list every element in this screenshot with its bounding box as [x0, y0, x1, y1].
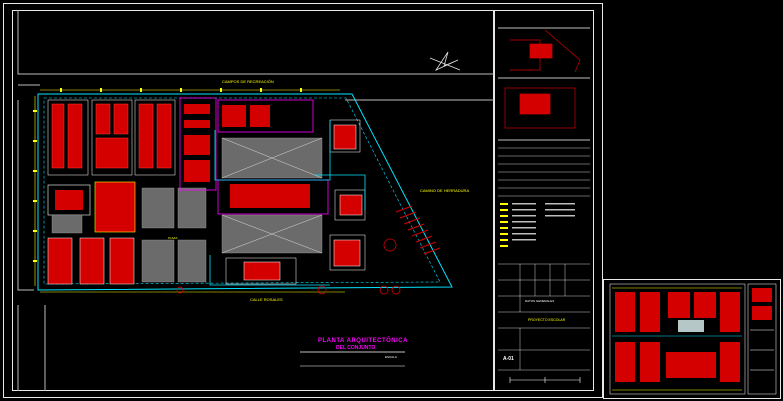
title-block-header: DATOS GENERALES: [525, 299, 555, 303]
street-outlines: [17, 10, 494, 391]
title-block-table: [498, 147, 590, 371]
site-boundary: [37, 93, 453, 291]
street-label-right: CAMINO DE HERRADURA: [420, 188, 470, 193]
legend-markers: [500, 203, 508, 247]
title-block-project: PROYECTO ESCOLAR: [528, 318, 566, 322]
sheet-code: A-01: [503, 356, 514, 362]
scale-label: ESCALA: [385, 355, 397, 359]
location-map-top: [498, 27, 590, 79]
north-arrow-icon: [429, 51, 461, 71]
street-label-bottom: CALLE ROSALES: [250, 297, 283, 302]
scale-bar: [509, 377, 581, 383]
thumbnail-plan: [609, 283, 777, 395]
classroom-block-top-left: [47, 99, 176, 176]
street-label-top: CAMPOS DE RECREACIÓN: [222, 79, 274, 84]
location-map-bottom: [498, 87, 590, 141]
main-sheet-inner-frame: [12, 10, 494, 391]
plan-subtitle: DEL CONJUNTO: [336, 345, 376, 351]
patio-label: PLAZA: [168, 236, 178, 240]
title-block-frame: [494, 10, 594, 391]
auditorium: [47, 181, 136, 233]
dimension-lines: [34, 89, 345, 293]
thumbnail-sheet-frame[interactable]: [603, 279, 781, 399]
tree-symbols: [176, 238, 401, 295]
classroom-block-bottom-left: [47, 237, 135, 285]
plan-title: PLANTA ARQUITECTÓNICA: [318, 338, 408, 344]
parking-stripes: [395, 205, 441, 255]
main-sheet-frame: [3, 3, 603, 398]
